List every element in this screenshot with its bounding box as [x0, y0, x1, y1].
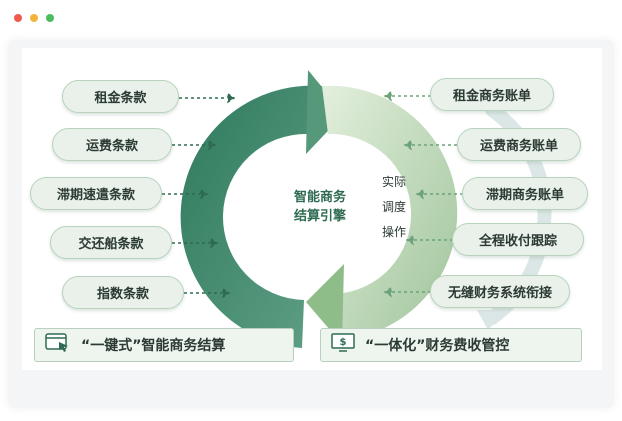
bill-tracking[interactable]: 全程收付跟踪	[452, 223, 584, 256]
integrated-text: “一体化”财务费收管控	[365, 338, 510, 354]
term-freight-label: 运费条款	[85, 139, 138, 154]
operation-label-2: 调度	[382, 199, 406, 214]
return-arrowhead	[477, 310, 507, 330]
operation-arrowhead	[306, 264, 344, 344]
bill-freight-label: 运费商务账单	[479, 139, 558, 154]
bill-demurrage[interactable]: 滞期商务账单	[462, 177, 588, 210]
svg-text:$: $	[340, 337, 347, 348]
contract-arc	[180, 85, 322, 348]
bill-tracking-label: 全程收付跟踪	[478, 234, 557, 249]
click-window-icon	[45, 333, 71, 357]
operation-arc	[322, 85, 458, 340]
left-connectors	[162, 92, 236, 299]
operation-label-1: 实际	[382, 174, 406, 189]
term-redelivery-label: 交还船条款	[78, 237, 144, 252]
term-freight[interactable]: 运费条款	[52, 128, 172, 161]
term-rent-label: 租金条款	[94, 91, 147, 106]
one-click-text: “一键式”智能商务结算	[81, 338, 226, 354]
contract-arrowhead	[306, 70, 344, 154]
bill-finance-link-label: 无缝财务系统衔接	[447, 286, 552, 301]
term-demurrage[interactable]: 滞期速遣条款	[30, 177, 162, 210]
diagram-area: 合同 商务 条款 实际 调度 操作 智能商务 结算引擎	[22, 48, 602, 370]
operation-label-3: 操作	[382, 224, 406, 239]
bill-demurrage-label: 滞期商务账单	[485, 188, 564, 203]
dollar-monitor-icon: $	[331, 333, 355, 357]
one-click-banner: “一键式”智能商务结算	[34, 328, 294, 362]
minimize-dot[interactable]	[30, 14, 38, 22]
contract-label-1: 合同	[234, 174, 258, 189]
term-demurrage-label: 滞期速遣条款	[56, 188, 135, 203]
term-index[interactable]: 指数条款	[62, 276, 184, 309]
engine-title-line1: 智能商务	[294, 189, 347, 205]
term-rent[interactable]: 租金条款	[62, 80, 179, 113]
cycle-diagram: 合同 商务 条款 实际 调度 操作 智能商务 结算引擎	[162, 70, 552, 348]
bill-freight[interactable]: 运费商务账单	[457, 128, 581, 161]
bill-rent-label: 租金商务账单	[452, 89, 531, 104]
engine-title-line2: 结算引擎	[294, 208, 346, 224]
right-connectors	[383, 90, 462, 298]
content-panel: 合同 商务 条款 实际 调度 操作 智能商务 结算引擎	[8, 40, 614, 408]
maximize-dot[interactable]	[46, 14, 54, 22]
term-redelivery[interactable]: 交还船条款	[50, 226, 172, 259]
bill-finance-link[interactable]: 无缝财务系统衔接	[430, 275, 570, 308]
term-index-label: 指数条款	[96, 287, 149, 302]
integrated-banner: $ “一体化”财务费收管控	[320, 328, 582, 362]
window-controls	[14, 14, 54, 22]
bill-rent[interactable]: 租金商务账单	[430, 78, 554, 111]
contract-label-3: 条款	[234, 225, 258, 239]
close-dot[interactable]	[14, 14, 22, 22]
contract-label-2: 商务	[234, 199, 258, 214]
